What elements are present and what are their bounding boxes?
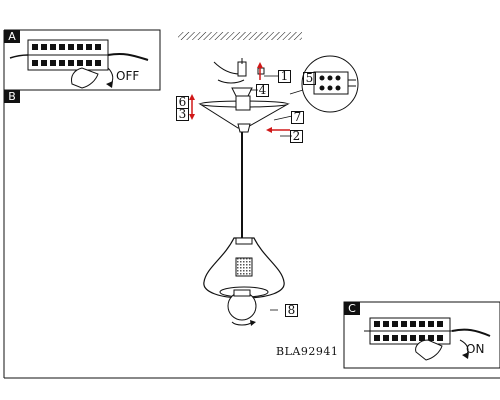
panel-c-label: C xyxy=(344,302,360,315)
step-2-label: 2 xyxy=(290,130,303,143)
terminal-block-a xyxy=(9,39,149,71)
terminal-detail-circle xyxy=(301,55,359,113)
lamp-shade xyxy=(203,237,285,299)
hand-icon xyxy=(415,339,443,361)
step-6-label: 6 xyxy=(176,96,189,109)
canopy xyxy=(198,95,290,133)
step-8-label: 8 xyxy=(285,304,298,317)
step-5-label: 5 xyxy=(303,72,316,85)
panel-a xyxy=(3,29,161,91)
terminal-block-c xyxy=(364,317,491,345)
mounting-bracket xyxy=(213,58,265,104)
step-3-label: 3 xyxy=(176,108,189,121)
red-arrows xyxy=(189,62,290,133)
panel-b-label: B xyxy=(4,90,20,103)
hand-icon xyxy=(71,67,99,89)
ceiling-hatch xyxy=(178,32,302,40)
model-code: BLA92941 xyxy=(276,345,339,358)
panel-a-label: A xyxy=(4,30,20,43)
off-label: OFF xyxy=(116,69,140,83)
panel-b xyxy=(3,90,500,379)
light-bulb xyxy=(227,289,257,326)
panel-c xyxy=(343,301,500,369)
on-label: ON xyxy=(466,342,485,356)
step-4-label: 4 xyxy=(256,84,269,97)
step-1-label: 1 xyxy=(278,70,291,83)
step-7-label: 7 xyxy=(291,111,304,124)
